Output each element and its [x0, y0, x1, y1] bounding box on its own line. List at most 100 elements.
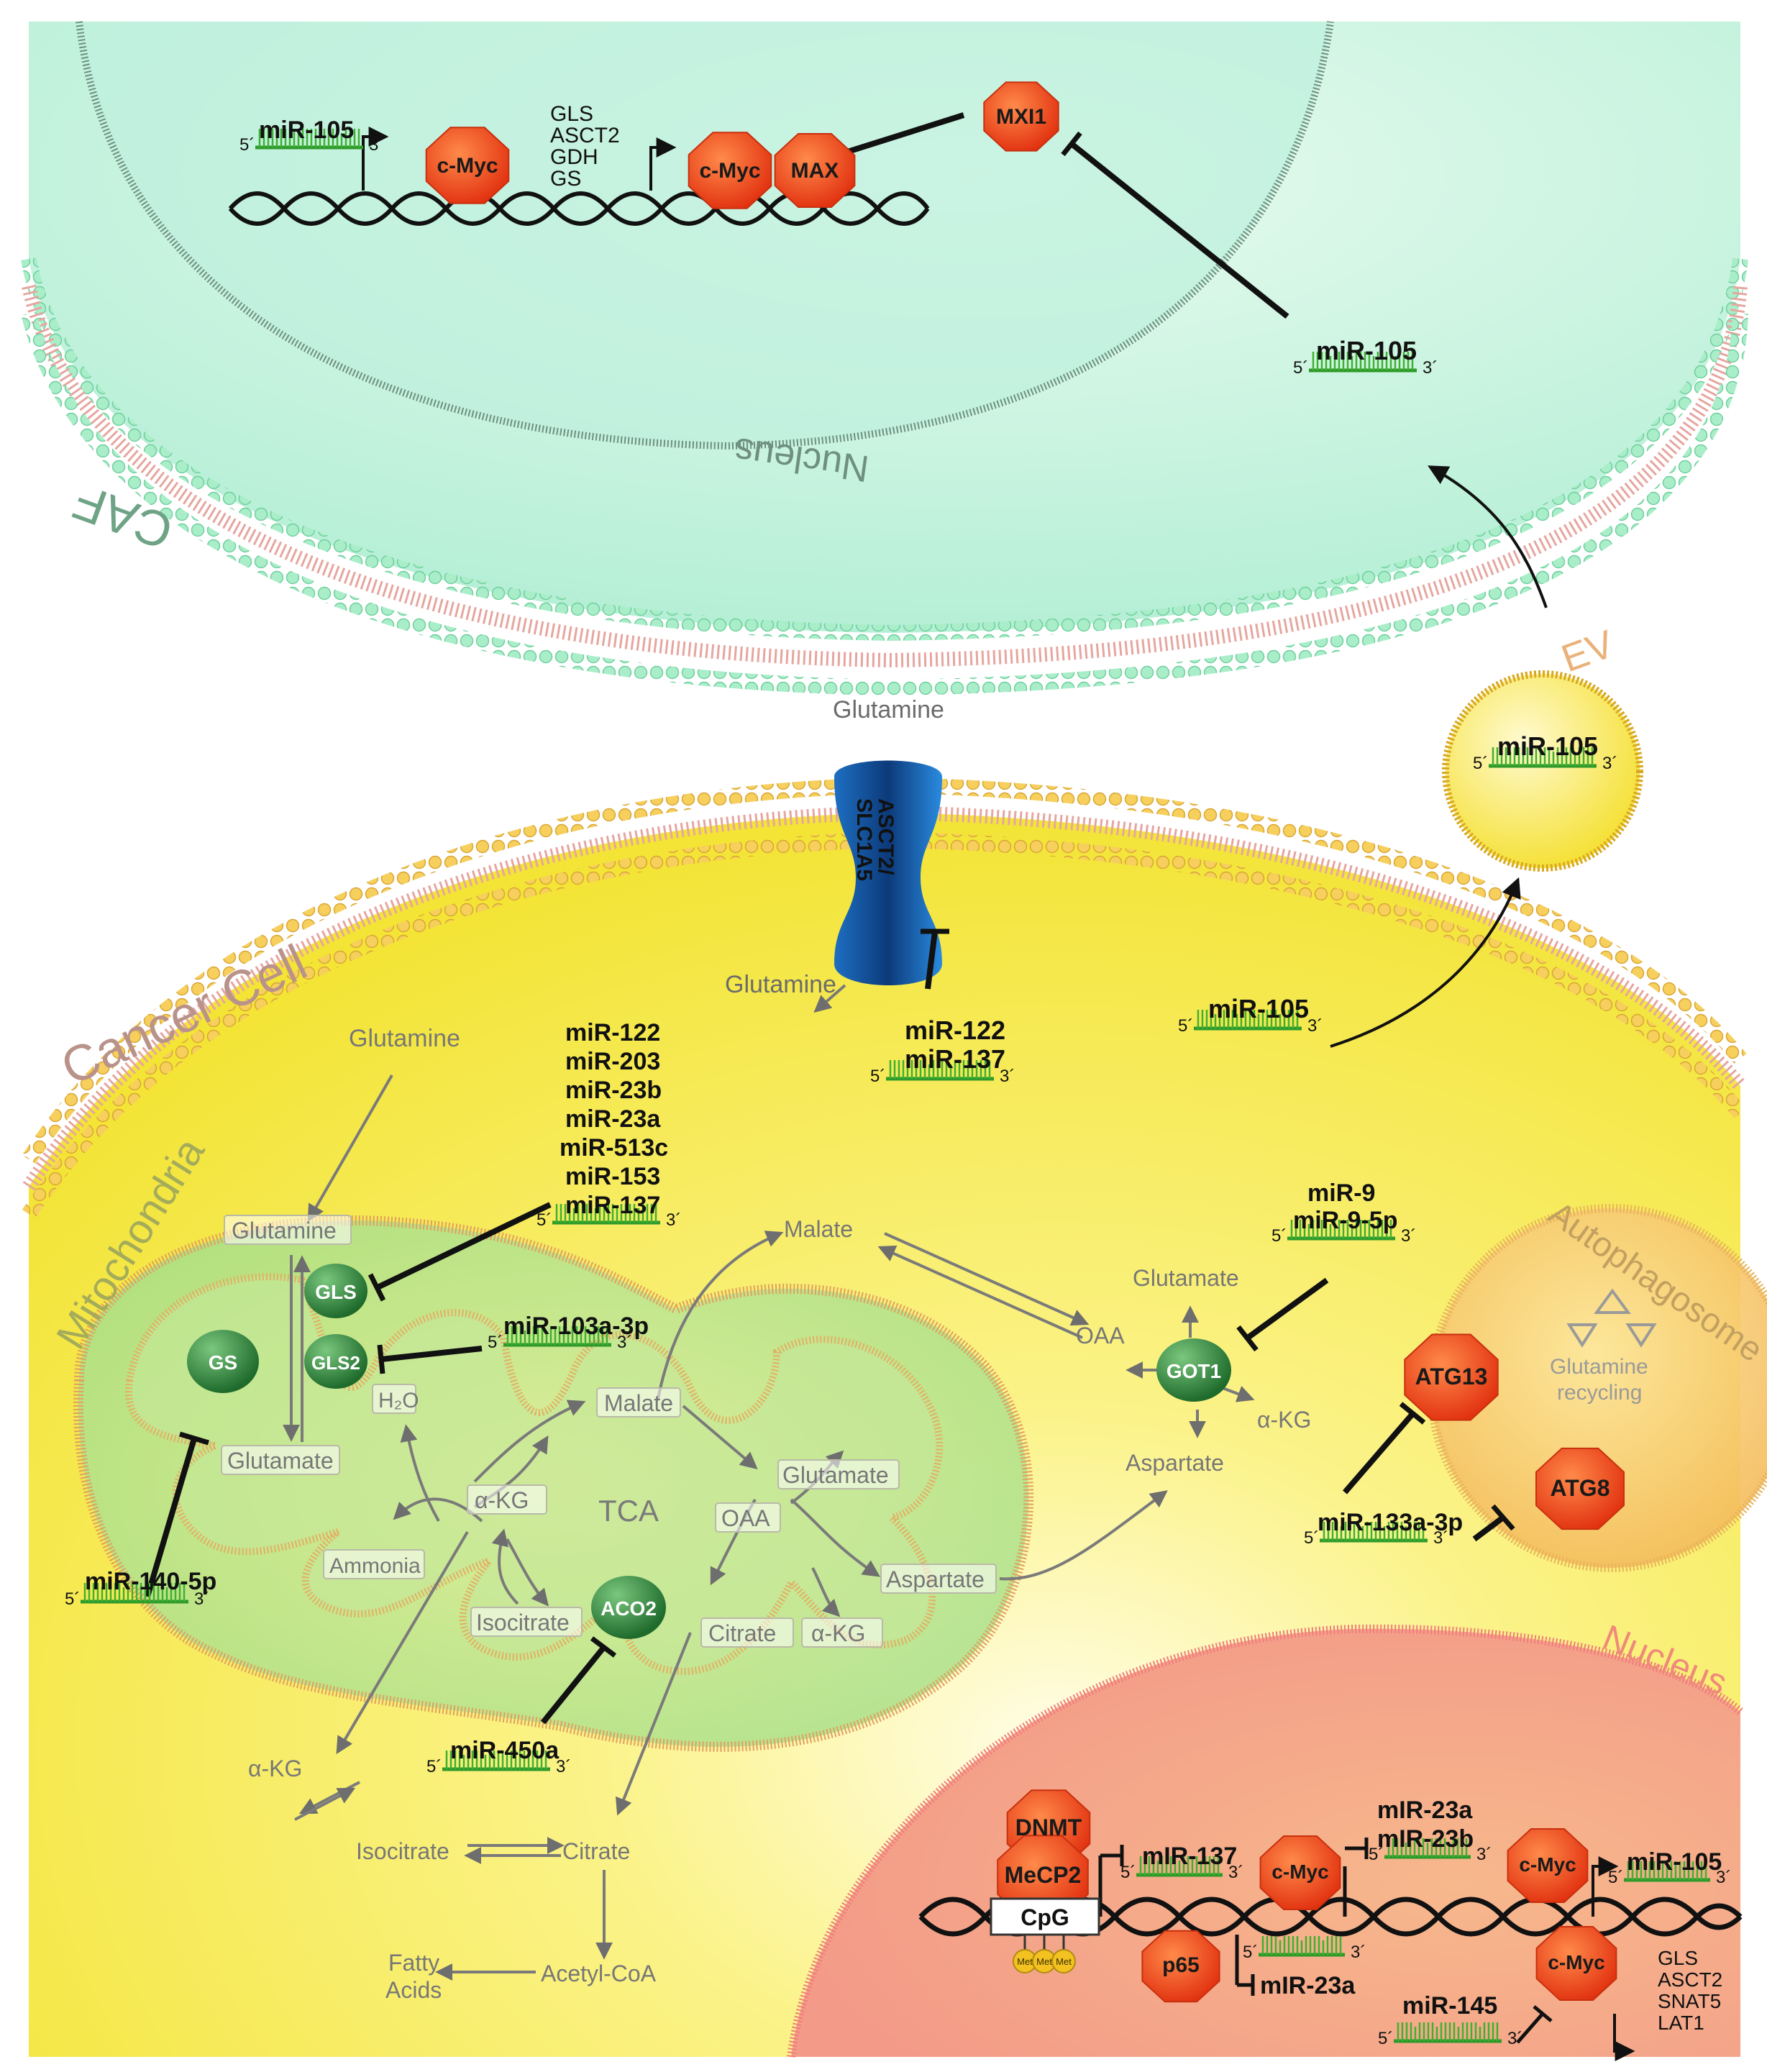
- mito-citrate: Citrate: [708, 1620, 776, 1646]
- nuc-mir145-strand: [1394, 2022, 1502, 2043]
- nuc-mir23-strand-three: 3´: [1476, 1845, 1492, 1864]
- cyto-isocitrate: Isocitrate: [356, 1838, 449, 1864]
- nuc-target-snat5: SNAT5: [1658, 1990, 1721, 2012]
- recycle-icon: [1566, 1288, 1657, 1348]
- mito-glutamine: Glutamine: [232, 1218, 337, 1243]
- mito-glutamate: Glutamate: [227, 1448, 334, 1474]
- got1-enzyme: [1156, 1338, 1231, 1402]
- asct2-mir-strand-three: 3´: [1000, 1067, 1015, 1086]
- asct2-mir-strand: [886, 1060, 994, 1081]
- extracellular-vesicle: [1442, 670, 1643, 872]
- nuc-cmyc-a-label: c-Myc: [1271, 1861, 1328, 1883]
- nuc-mir137-strand-three: 3´: [1228, 1863, 1243, 1882]
- cyto-akg: α-KG: [248, 1756, 302, 1781]
- met-2: Met: [1036, 1956, 1052, 1967]
- caf-mir105-free: miR-105: [1316, 336, 1417, 365]
- ev-mir105-strand: [1489, 747, 1597, 768]
- atg13-protein: [1404, 1333, 1499, 1421]
- mir9-5p-label: miR-9-5p: [1293, 1207, 1397, 1234]
- nuc-mir145-strand-five: 5´: [1378, 2029, 1393, 2048]
- nuc-mir23a-strand: [1259, 1936, 1345, 1957]
- cyto-citrate: Citrate: [562, 1838, 630, 1864]
- gls-enzyme: [304, 1264, 367, 1318]
- mir103-strand: [503, 1326, 611, 1347]
- gs-enzyme: [187, 1330, 259, 1393]
- mir103-strand-three: 3´: [617, 1333, 632, 1352]
- cyto-acetylcoa: Acetyl-CoA: [541, 1961, 657, 1986]
- caf-cmyc-2-protein: [688, 132, 772, 209]
- got1-label: GOT1: [1166, 1360, 1221, 1382]
- mito-glutamate2: Glutamate: [782, 1462, 889, 1488]
- cyto-malate: Malate: [784, 1216, 853, 1242]
- mir133-strand: [1320, 1522, 1428, 1543]
- transporter-label-1: ASCT2/: [874, 798, 898, 875]
- caf-target-asct2: ASCT2: [550, 124, 620, 147]
- mir140-strand-three: 3´: [194, 1589, 209, 1609]
- cyto-glutamate: Glutamate: [1133, 1265, 1239, 1291]
- asct2-mir-122: miR-122: [905, 1016, 1005, 1045]
- cpg-island: [990, 1897, 1100, 1973]
- nuc-mir137-strand-five: 5´: [1120, 1863, 1136, 1882]
- caf-mir105-strand-three: 3´: [369, 135, 384, 155]
- mir9-strand-five: 5´: [1271, 1226, 1287, 1246]
- caf-label: CAF: [66, 473, 180, 560]
- mito-malate: Malate: [604, 1390, 673, 1416]
- nuc-mir145-strand-three: 3´: [1507, 2029, 1522, 2048]
- gls-mir-6: miR-153: [565, 1163, 660, 1190]
- ev-mir105-strand-five: 5´: [1473, 754, 1488, 773]
- nuc-target-asct2: ASCT2: [1658, 1968, 1722, 1991]
- nuc-mir23-strand-five: 5´: [1369, 1845, 1384, 1864]
- mito-akg2: α-KG: [811, 1620, 865, 1646]
- gls-label: GLS: [315, 1281, 357, 1303]
- cyto-aspartate: Aspartate: [1126, 1450, 1224, 1476]
- cpg-label: CpG: [1021, 1904, 1069, 1930]
- dnmt-label: DNMT: [1015, 1815, 1082, 1840]
- transporter-label-2: SLC1A5: [852, 798, 876, 881]
- nuc-mir105-strand-five: 5´: [1608, 1868, 1623, 1887]
- caf-max-label: MAX: [791, 159, 839, 183]
- mito-h2o: H₂O: [378, 1389, 419, 1412]
- nuc-mir23a-p65: mIR-23a: [1260, 1972, 1356, 1999]
- gls-mir-2: miR-203: [565, 1048, 660, 1075]
- recycling-2: recycling: [1557, 1381, 1642, 1405]
- mito-ammonia: Ammonia: [329, 1554, 421, 1578]
- mirna-strands: [81, 129, 1710, 2043]
- cyto-akg2: α-KG: [1257, 1407, 1311, 1433]
- aco2-enzyme: [591, 1576, 666, 1639]
- nuc-target-lat1: LAT1: [1658, 2012, 1704, 2034]
- p65-protein: [1141, 1930, 1220, 2003]
- nuc-target-gls: GLS: [1658, 1947, 1698, 1969]
- gls-mir-strand: [552, 1204, 660, 1225]
- caf-max-protein: [774, 133, 856, 208]
- caf-target-gdh: GDH: [550, 145, 598, 169]
- cyto-acids: Acids: [385, 1977, 442, 2003]
- caf-cmyc-2-label: c-Myc: [699, 159, 760, 183]
- mir140-strand-five: 5´: [65, 1589, 80, 1609]
- nuc-cmyc-c-label: c-Myc: [1548, 1951, 1604, 1973]
- recycling-1: Glutamine: [1550, 1355, 1648, 1379]
- mir9-strand-three: 3´: [1401, 1226, 1416, 1246]
- mir450-strand-five: 5´: [426, 1757, 442, 1776]
- glutamine-inside: Glutamine: [725, 971, 836, 998]
- gls-mir-strand-three: 3´: [666, 1210, 681, 1230]
- nuc-mir23a-strand-three: 3´: [1351, 1943, 1366, 1962]
- caf-free-mir105-strand-five: 5´: [1293, 358, 1308, 378]
- caf-cmyc-1-protein: [425, 127, 510, 204]
- mir103-label: miR-103a-3p: [503, 1313, 649, 1340]
- mito-aspartate: Aspartate: [886, 1566, 985, 1592]
- protein-labels: c-Myc c-Myc MAX MXI1 ATG13 ATG8 DNMT MeC…: [437, 105, 1610, 1977]
- asct2-mir-137: miR-137: [905, 1044, 1005, 1074]
- gls2-enzyme: [304, 1334, 367, 1389]
- mir140-strand: [81, 1583, 188, 1604]
- gs-label: GS: [209, 1351, 237, 1374]
- glutamine-outside: Glutamine: [833, 696, 944, 724]
- tca-label: TCA: [598, 1494, 659, 1528]
- aco2-label: ACO2: [601, 1597, 657, 1620]
- metabolic-arrows: [283, 984, 1255, 1981]
- activation-arrows: [362, 127, 1635, 2061]
- mito-isocitrate: Isocitrate: [476, 1610, 570, 1635]
- cell-mir105: miR-105: [1208, 994, 1309, 1023]
- nuc-mir23a-strand-five: 5´: [1243, 1943, 1258, 1962]
- cell-mir105-strand: [1194, 1010, 1302, 1031]
